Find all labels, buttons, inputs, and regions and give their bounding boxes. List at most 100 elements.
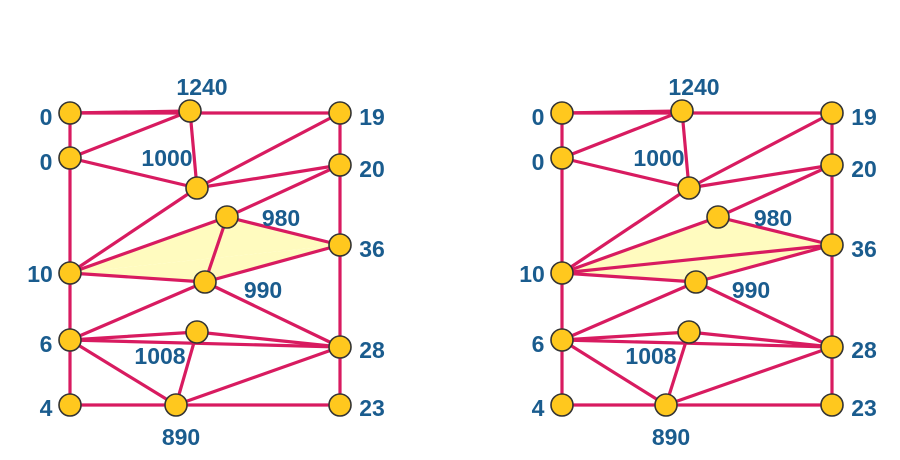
edge-top-a (188, 109, 199, 190)
edge-ml-a (68, 186, 199, 275)
edge-tl-top (68, 109, 192, 115)
node-label-mr: 36 (359, 236, 385, 262)
highlighted-triangle (562, 245, 832, 282)
node-c (193, 270, 217, 294)
edge-ll-c (68, 280, 207, 342)
edge-c-mr (694, 243, 834, 284)
node-label-b: 980 (262, 205, 300, 231)
node-mr (328, 233, 352, 257)
node-label-c: 990 (732, 277, 770, 303)
edge-ml-a (560, 186, 691, 275)
node-label-ur: 20 (851, 156, 877, 182)
node-label-ml: 10 (27, 261, 53, 287)
edge-c-lr (694, 280, 834, 349)
node-label-top: 1240 (176, 74, 227, 100)
node-top (670, 99, 694, 123)
node-label-tr: 19 (851, 104, 877, 130)
node-label-lr: 28 (851, 337, 877, 363)
edge-ml-b (68, 215, 229, 275)
node-label-br: 23 (851, 395, 877, 421)
node-label-a: 1000 (141, 145, 192, 171)
edge-a-ur (687, 163, 834, 190)
node-label-d: 1008 (625, 343, 676, 369)
node-label-ml: 10 (519, 261, 545, 287)
highlighted-triangle (70, 245, 340, 282)
edge-d-lr (687, 330, 834, 349)
edge-ll-lr (68, 338, 342, 349)
edge-bot-lr (664, 345, 834, 407)
edge-ul-top (560, 109, 684, 160)
edge-a-tr (195, 111, 342, 190)
node-label-b: 980 (754, 205, 792, 231)
node-label-bot: 890 (162, 424, 200, 450)
node-ur (328, 153, 352, 177)
edge-ml-c (560, 271, 698, 284)
node-ul (58, 146, 82, 170)
node-label-bl: 4 (532, 395, 545, 421)
node-lr (820, 335, 844, 359)
node-label-bl: 4 (40, 395, 53, 421)
node-bot (164, 393, 188, 417)
highlighted-triangle (70, 217, 340, 273)
node-tr (328, 101, 352, 125)
node-label-ul: 0 (40, 149, 53, 175)
node-label-ll: 6 (40, 331, 53, 357)
edge-d-bot (664, 330, 691, 407)
node-label-tl: 0 (532, 104, 545, 130)
node-lr (328, 335, 352, 359)
edge-ul-a (68, 156, 199, 190)
node-label-ll: 6 (532, 331, 545, 357)
node-label-br: 23 (359, 395, 385, 421)
node-ul (550, 146, 574, 170)
node-tl (58, 101, 82, 125)
node-label-a: 1000 (633, 145, 684, 171)
node-label-ul: 0 (532, 149, 545, 175)
edge-c-mr (203, 243, 342, 284)
node-mr (820, 233, 844, 257)
node-d (677, 320, 701, 344)
edge-a-ur (195, 163, 342, 190)
node-tl (550, 101, 574, 125)
node-ml (550, 261, 574, 285)
edge-bot-lr (174, 345, 342, 407)
node-a (185, 176, 209, 200)
node-label-d: 1008 (134, 343, 185, 369)
edge-ul-top (68, 109, 192, 160)
node-ur (820, 153, 844, 177)
node-top (178, 99, 202, 123)
node-label-tl: 0 (40, 104, 53, 130)
node-ll (550, 328, 574, 352)
edge-ml-mr (560, 243, 834, 275)
node-ml (58, 261, 82, 285)
node-label-lr: 28 (359, 337, 385, 363)
node-tr (820, 101, 844, 125)
edge-b-mr (225, 215, 342, 247)
edge-tl-top (560, 109, 684, 115)
edge-d-lr (195, 330, 342, 349)
edge-top-a (680, 109, 691, 190)
edge-ml-b (560, 215, 720, 275)
edge-ll-c (560, 280, 698, 342)
edge-ll-d (560, 330, 691, 342)
edge-ll-d (68, 330, 199, 342)
node-label-top: 1240 (668, 74, 719, 100)
node-label-c: 990 (244, 277, 282, 303)
node-label-mr: 36 (851, 236, 877, 262)
edge-c-lr (203, 280, 342, 349)
edge-a-tr (687, 111, 834, 190)
edge-ll-bot (68, 338, 178, 407)
edge-ml-c (68, 271, 207, 284)
node-b (215, 205, 239, 229)
node-b (706, 205, 730, 229)
edge-ul-a (560, 156, 691, 190)
edge-ll-lr (560, 338, 834, 349)
node-bl (58, 393, 82, 417)
node-br (328, 393, 352, 417)
edge-b-mr (716, 215, 834, 247)
node-d (185, 320, 209, 344)
node-label-ur: 20 (359, 156, 385, 182)
node-a (677, 176, 701, 200)
node-ll (58, 328, 82, 352)
